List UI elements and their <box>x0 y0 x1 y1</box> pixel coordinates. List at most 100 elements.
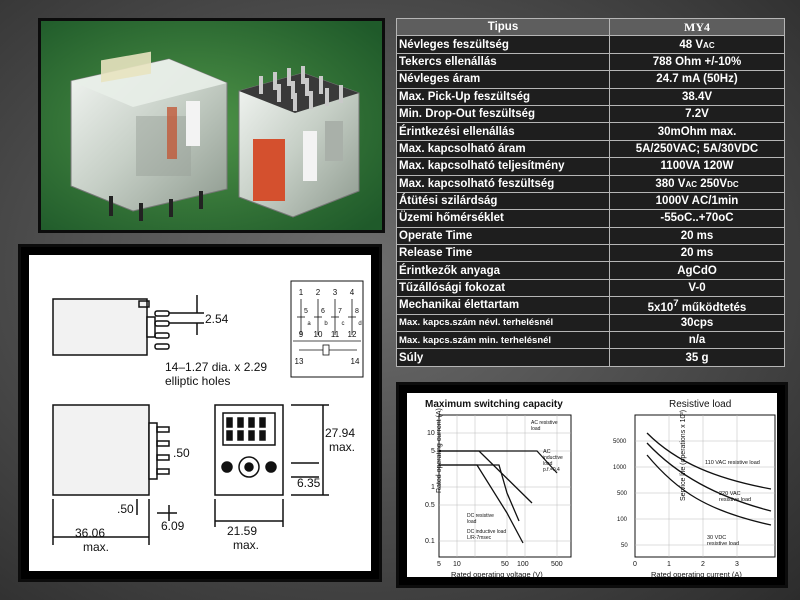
spec-value-text: 5A/250VAC; 5A/30VDC <box>635 142 759 155</box>
spec-value: 20 ms <box>609 244 785 263</box>
relay-right-image <box>238 66 360 218</box>
spec-value-text: 380 V <box>655 177 686 190</box>
right-ytick-50: 50 <box>621 543 628 549</box>
spec-row: Max. kapcs.szám min. terhelésnél n/a <box>396 331 785 350</box>
ann-30vdc-2: resistive load <box>707 541 739 547</box>
right-chart-frame <box>634 414 776 558</box>
spec-label: Súly <box>396 348 610 367</box>
spec-value: V-0 <box>609 278 785 298</box>
spec-value: 35 g <box>609 348 785 367</box>
right-ylabel: Service life (operations x 10³) <box>680 410 687 501</box>
left-xlabel: Rated operating voltage (V) <box>451 570 543 579</box>
dim-6-35: 6.35 <box>297 476 321 490</box>
spec-value: 788 Ohm +/-10% <box>609 52 785 72</box>
spec-label: Max. Pick-Up feszültség <box>396 87 610 106</box>
spec-label: Max. kapcs.szám min. terhelésnél <box>396 331 610 350</box>
pin-diagram: 1 2 3 4 5 6 7 8 9 10 11 12 13 14 a b c <box>290 280 364 378</box>
spec-row: Névleges áram 24.7 mA (50Hz) <box>396 70 785 89</box>
ann-ac-ind-4: p.f.=0.4 <box>543 467 560 473</box>
right-xtick-1: 1 <box>667 561 671 568</box>
ann-dc-ind-2: L/R-7msec <box>467 535 492 541</box>
relay-photo <box>38 18 385 233</box>
spec-value: n/a <box>609 331 785 350</box>
spec-row: Min. Drop-Out feszültség 7.2V <box>396 104 785 124</box>
spec-value-text: 30mOhm max. <box>657 125 737 138</box>
spec-label: Névleges áram <box>396 70 610 89</box>
dim-27-94: 27.94 <box>325 426 355 440</box>
dim-21-59: 21.59 <box>227 524 257 538</box>
spec-label: Érintkezési ellenállás <box>396 122 610 141</box>
spec-row: Érintkezési ellenállás 30mOhm max. <box>396 122 785 141</box>
contact-b: b <box>324 321 328 327</box>
spec-value: MY4 <box>609 17 785 37</box>
bottom-view <box>214 404 329 527</box>
pin-8: 8 <box>355 308 359 315</box>
spec-value-suffix: AC <box>703 40 715 50</box>
spec-value-text: 24.7 mA (50Hz) <box>656 73 738 86</box>
spec-label: Min. Drop-Out feszültség <box>396 104 610 124</box>
spec-value: 24.7 mA (50Hz) <box>609 70 785 89</box>
dim-36-06-max: max. <box>83 540 109 554</box>
ann-ac-ind-2: inductive <box>543 455 563 461</box>
spec-label: Tekercs ellenállás <box>396 52 610 72</box>
ann-ac-res-2: load <box>531 426 541 432</box>
dim-27-94-max: max. <box>329 440 355 454</box>
spec-value: 380 VAC 250VDC <box>609 174 785 193</box>
spec-value: 5x107 működtetés <box>609 296 785 315</box>
pin-6: 6 <box>321 308 325 315</box>
spec-value: 30cps <box>609 313 785 333</box>
holes-note-line2: elliptic holes <box>165 374 230 388</box>
ann-30vdc-1: 30 VDC <box>707 535 726 541</box>
spec-value-text: AgCdO <box>677 264 717 277</box>
spec-label: Átütési szilárdság <box>396 191 610 211</box>
dim-36-06: 36.06 <box>75 526 105 540</box>
spec-value-sup: 7 <box>673 297 679 309</box>
spec-value-mid: 250V <box>697 177 728 190</box>
spec-value: 20 ms <box>609 226 785 246</box>
spec-value-text: n/a <box>688 334 706 347</box>
contact-c: c <box>342 321 345 327</box>
spec-label: Érintkezők anyaga <box>396 261 610 280</box>
spec-value-text: 788 Ohm +/-10% <box>652 55 742 68</box>
spec-value-text: 7.2V <box>685 108 709 121</box>
left-ytick-5: 5 <box>431 448 435 455</box>
spec-label: Névleges feszültség <box>396 35 610 54</box>
spec-value-text: 38.4V <box>681 90 713 103</box>
dim-21-59-max: max. <box>233 538 259 552</box>
spec-label: Max. kapcsolható teljesítmény <box>396 157 610 176</box>
pin-10: 10 <box>314 330 323 339</box>
spec-row: Tekercs ellenállás 788 Ohm +/-10% <box>396 52 785 72</box>
ann-110vac: 110 VAC resistive load <box>705 460 760 466</box>
pin-12: 12 <box>348 330 357 339</box>
right-xtick-0: 0 <box>633 561 637 568</box>
pin-14: 14 <box>351 357 360 366</box>
spec-label: Max. kapcs.szám névl. terhelésnél <box>396 313 610 333</box>
right-ytick-500: 500 <box>617 491 628 497</box>
contact-d: d <box>358 321 361 327</box>
spec-value: 7.2V <box>609 104 785 124</box>
left-ytick-1: 1 <box>431 484 435 491</box>
ann-ac-ind-3: load <box>543 461 553 467</box>
pin-1: 1 <box>299 288 304 297</box>
spec-value-text: -55oC..+70oC <box>660 212 734 225</box>
left-xtick-5: 5 <box>437 561 441 568</box>
relay-left-image <box>70 51 228 221</box>
spec-row: Max. Pick-Up feszültség 38.4V <box>396 87 785 106</box>
left-chart-frame <box>438 414 572 558</box>
ann-220vac-2: resistive load <box>719 497 751 503</box>
ann-ac-res-1: AC resistive <box>531 420 558 426</box>
holes-note-line1: 14–1.27 dia. x 2.29 <box>165 360 267 374</box>
left-xtick-100: 100 <box>517 561 529 568</box>
side-view-top <box>52 295 204 356</box>
right-xtick-2: 2 <box>701 561 705 568</box>
pin-9: 9 <box>299 330 304 339</box>
right-xlabel: Rated operating current (A) <box>651 570 742 579</box>
left-ytick-10: 10 <box>427 430 435 437</box>
